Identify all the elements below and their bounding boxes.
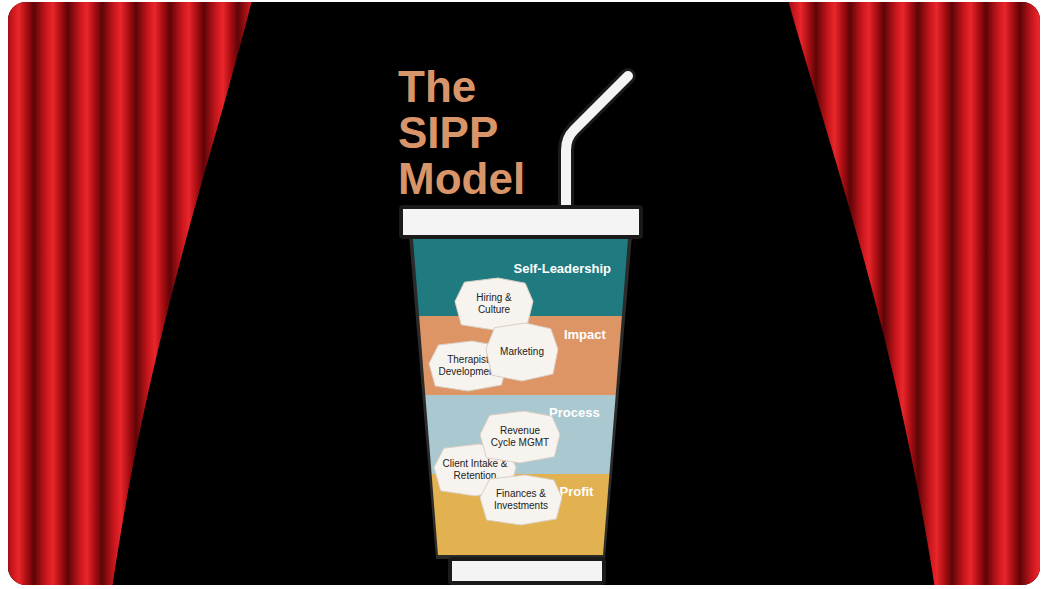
cube-fill — [480, 411, 560, 463]
ice-cube: Marketing — [485, 322, 559, 382]
cube-label: Marketing — [493, 346, 551, 358]
cube-label: Hiring & Culture — [462, 292, 526, 316]
band-label: Self-Leadership — [514, 261, 612, 276]
band-label: Profit — [559, 484, 593, 499]
cup-base — [450, 559, 604, 583]
diagram-title: The SIPP Model — [398, 64, 558, 202]
cube-label: Revenue Cycle MGMT — [487, 425, 553, 449]
ice-cube: Revenue Cycle MGMT — [479, 410, 561, 464]
ice-cube: Hiring & Culture — [454, 277, 534, 331]
right-curtain — [788, 2, 1040, 585]
band-fill — [419, 316, 622, 395]
straw-outline — [566, 76, 628, 210]
ice-cube: Finances & Investments — [479, 474, 563, 526]
cube-label: Finances & Investments — [487, 488, 555, 512]
straw — [566, 76, 628, 210]
cup-lid — [401, 207, 641, 237]
cube-fill — [480, 475, 562, 525]
cube-fill — [455, 278, 533, 330]
cube-fill — [486, 323, 558, 381]
left-curtain — [8, 2, 252, 585]
band-label: Impact — [564, 327, 606, 342]
band-label: Process — [549, 405, 600, 420]
cup-outline — [409, 235, 632, 559]
